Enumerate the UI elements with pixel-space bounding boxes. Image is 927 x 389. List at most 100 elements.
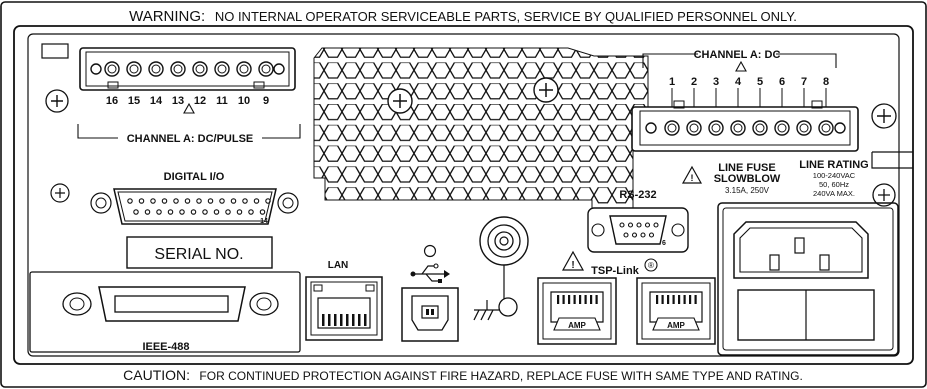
dio-pin [156,209,162,215]
pulse-label-bracket [77,124,301,139]
lan-contact [328,314,331,326]
rs232-pin [648,232,655,238]
channel-pulse-label: CHANNEL A: DC/PULSE [127,133,254,145]
dc-pin-label: 1 [669,76,675,88]
ac-power-inlet[interactable] [717,202,899,356]
dio-pin [248,209,254,215]
dio-pin [161,198,168,204]
pulse-terminal-screw[interactable] [104,61,120,77]
rs232-pin [623,232,629,238]
ieee-488-connector[interactable] [62,286,279,322]
rs232-label: RS-232 [619,189,656,201]
dc-terminal-screw[interactable] [796,120,812,136]
fuse-title-1: LINE FUSE [718,162,775,174]
pulse-pin-label: 9 [263,95,269,107]
pulse-terminal-screw[interactable] [258,61,274,77]
dc-terminal-screw[interactable] [818,120,834,136]
digital-io-connector[interactable] [90,188,299,225]
dio-pin [219,198,225,204]
rs232-pin [627,222,634,228]
tsp-amp-label: AMP [568,321,586,330]
lan-contact [352,314,355,326]
fuse-drawer[interactable] [737,289,875,341]
dio-pin [202,209,208,215]
dc-warning-icon [735,60,747,72]
dio-pin [236,209,243,215]
dc-terminal-screw[interactable] [664,120,680,136]
channel-pulse-terminal-block[interactable] [79,47,296,91]
serial-number-box [126,236,273,269]
dc-terminal-screw[interactable] [774,120,790,136]
pulse-terminal-screw[interactable] [126,61,142,77]
dc-terminal-screw[interactable] [708,120,724,136]
rs232-pin [619,222,625,228]
dio-pin [207,198,214,204]
ground-terminal[interactable] [498,297,518,317]
fuse-title-2: SLOWBLOW [714,173,781,185]
dc-terminal-screw[interactable] [752,120,768,136]
dc-terminal-screw[interactable] [730,120,746,136]
pulse-terminal-screw[interactable] [236,61,252,77]
pulse-pin-label: 11 [216,95,228,107]
dio-pin [138,198,145,204]
fuse-spec: 3.15A, 250V [725,186,770,195]
fuse-warning-icon [681,165,703,184]
pulse-pin-label: 16 [106,95,118,107]
dio-pin [213,209,220,215]
tsp-warning-mark: ! [571,260,574,271]
rs232-connector[interactable] [587,207,689,253]
usb-indicator [423,244,437,258]
dio-pin [144,209,151,215]
dio-pin [196,198,202,204]
lan-contact [322,314,325,326]
dc-pin-label: 8 [823,76,829,88]
rs232-pin [653,222,659,228]
channel-dc-terminal-block[interactable] [631,100,859,152]
dio-pin [150,198,156,204]
dc-terminal-screw[interactable] [686,120,702,136]
dio-pin [225,209,231,215]
dc-label-bracket [642,53,837,68]
pulse-pin-label: 13 [172,95,184,107]
lan-contact [346,314,349,326]
lan-port[interactable] [305,276,383,341]
pulse-terminal-screw[interactable] [214,61,230,77]
lan-contact [364,314,367,326]
tsp-registered-mark: ® [648,261,654,270]
dio-pin [173,198,179,204]
tsp-label: TSP-Link [591,265,640,277]
dc-pin-label: 6 [779,76,785,88]
warning-prefix: WARNING: [129,8,205,25]
dio-pin [184,198,191,204]
rs232-pin-number: 6 [662,240,666,247]
pulse-pin-label: 15 [128,95,140,107]
rating-line-3: 240VA MAX. [813,189,855,198]
dio-pin [179,209,185,215]
right-small-screw-icon [872,183,896,207]
rating-line-2: 50, 60Hz [819,180,849,189]
tsp-link-port[interactable]: AMP [537,277,617,345]
right-panel-screw-icon [871,103,897,129]
warning-body: NO INTERNAL OPERATOR SERVICEABLE PARTS, … [215,9,797,24]
rs232-pin [640,232,646,238]
usb-port[interactable] [401,287,459,342]
panel-tab [41,43,69,59]
dio-pin [127,198,133,204]
digital-io-pin-number: 14 [260,218,268,225]
rs232-pin [636,222,642,228]
dio-pin [259,209,266,215]
dio-pin [265,198,271,204]
lan-contact [334,314,337,326]
left-panel-screw-icon [45,89,69,113]
tsp-warning-icon [561,250,585,271]
pulse-terminal-screw[interactable] [170,61,186,77]
vent-screw-left-icon [387,88,413,114]
tsp-amp-label: AMP [667,321,685,330]
registered-mark-circle [644,258,658,272]
pulse-terminal-screw[interactable] [192,61,208,77]
pulse-terminal-screw[interactable] [148,61,164,77]
tsp-link-port[interactable]: AMP [636,277,716,345]
pulse-pin-label: 14 [150,95,163,107]
chassis-ground-icon [473,265,505,321]
